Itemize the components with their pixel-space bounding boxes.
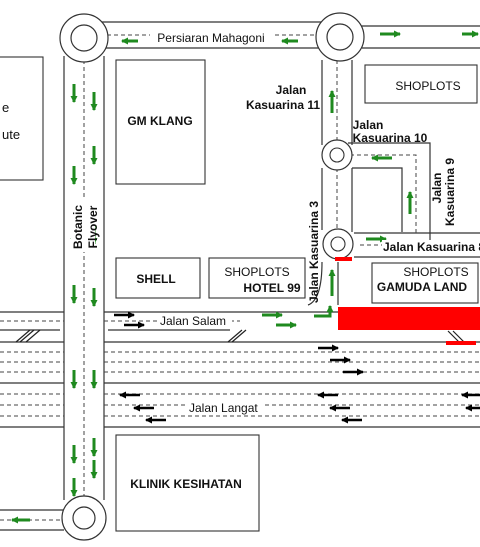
- traffic-arrows-green: [11, 30, 479, 524]
- label-partial-a: e: [2, 100, 9, 115]
- label-flyover-l2: Flyover: [86, 205, 100, 248]
- label-shell: SHELL: [136, 272, 175, 286]
- road-mahagoni-edge-top: [82, 21, 480, 27]
- labels: Persiaran Mahagoni e ute GM KLANG SHOPLO…: [2, 30, 480, 491]
- road-kasuarina3-lower-left: [307, 261, 323, 306]
- road-kasuarina10-bottom: [352, 167, 403, 232]
- label-persiaran-mahagoni: Persiaran Mahagoni: [157, 31, 264, 45]
- label-kasuarina8: Jalan Kasuarina 8: [383, 240, 480, 254]
- label-kasuarina10-l2: Kasuarina 10: [353, 131, 428, 145]
- building-shoplots-mid: [208, 257, 306, 299]
- building-shell: [115, 257, 201, 299]
- roundabout-nw-inner: [70, 24, 98, 52]
- building-left-partial: [0, 56, 44, 181]
- label-shoplots-top: SHOPLOTS: [395, 79, 460, 93]
- label-jalan-langat: Jalan Langat: [189, 401, 258, 415]
- closure-bar-right: [446, 341, 476, 345]
- closure-bar-k3: [335, 257, 352, 261]
- label-shoplots-mid: SHOPLOTS: [224, 265, 289, 279]
- label-flyover-l1: Botanic: [71, 205, 85, 249]
- roundabout-k10-inner: [329, 147, 345, 163]
- label-jalan-salam: Jalan Salam: [160, 314, 226, 328]
- label-hotel99: HOTEL 99: [243, 281, 300, 295]
- roundabout-k8-inner: [330, 236, 346, 252]
- road-kasuarina10-top: [348, 142, 431, 243]
- buildings: [0, 56, 479, 532]
- label-kasuarina9-l1: Jalan: [430, 173, 444, 204]
- label-klinik: KLINIK KESIHATAN: [130, 477, 242, 491]
- roundabouts: [59, 12, 365, 541]
- traffic-arrows-black: [114, 311, 480, 424]
- roundabout-ne-inner: [326, 23, 354, 51]
- roads: [0, 21, 480, 531]
- closure-main: [338, 307, 480, 330]
- building-klinik: [115, 434, 260, 532]
- label-kasuarina11-l1: Jalan: [276, 83, 307, 97]
- road-closures: [335, 257, 480, 345]
- building-shoplots-top: [364, 64, 478, 104]
- label-kasuarina3: Jalan Kasuarina 3: [307, 201, 321, 303]
- label-gamuda: GAMUDA LAND: [377, 280, 468, 294]
- label-kasuarina10-l1: Jalan: [353, 118, 384, 132]
- arrow-k3-turn: [314, 305, 334, 318]
- label-kasuarina9-l2: Kasuarina 9: [443, 158, 457, 226]
- label-gm-klang: GM KLANG: [127, 114, 192, 128]
- roundabout-sw-inner: [72, 506, 96, 530]
- label-kasuarina11-l2: Kasuarina 11: [246, 98, 320, 112]
- label-partial-b: ute: [2, 127, 20, 142]
- building-shoplots-right: [371, 262, 479, 304]
- building-gm-klang: [115, 59, 206, 185]
- ramp-marks: [15, 329, 466, 344]
- label-shoplots-right: SHOPLOTS: [403, 265, 468, 279]
